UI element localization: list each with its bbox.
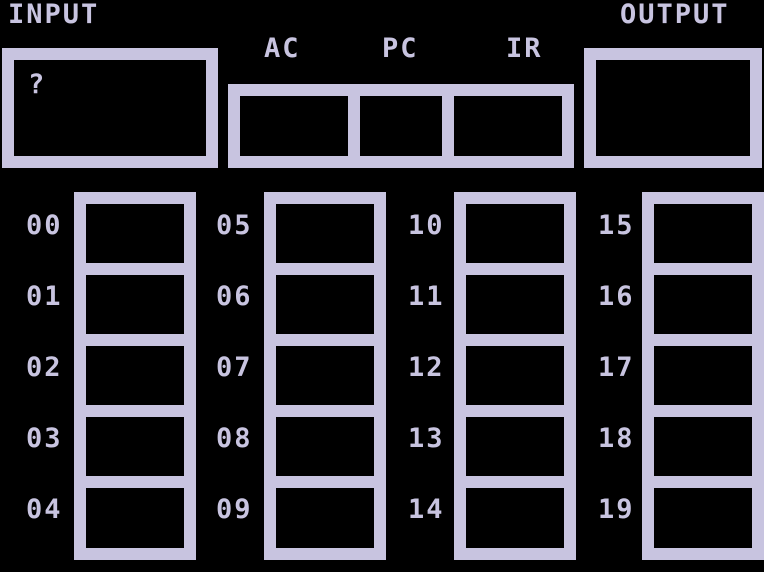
memory-cell-divider bbox=[264, 476, 386, 488]
output-box bbox=[584, 48, 762, 168]
memory-cell-divider bbox=[642, 263, 764, 275]
memory-address-label: 14 bbox=[408, 494, 445, 525]
memory-cell-divider bbox=[264, 334, 386, 346]
input-box[interactable]: ? bbox=[2, 48, 218, 168]
memory-cell-divider bbox=[74, 476, 196, 488]
memory-column bbox=[642, 192, 764, 560]
memory-address-label: 05 bbox=[216, 210, 253, 241]
memory-cell-divider bbox=[74, 405, 196, 417]
input-label: INPUT bbox=[8, 0, 100, 30]
memory-address-label: 16 bbox=[598, 281, 635, 312]
memory-address-label: 12 bbox=[408, 352, 445, 383]
input-value: ? bbox=[28, 69, 47, 100]
ir-register bbox=[454, 96, 562, 156]
memory-address-label: 09 bbox=[216, 494, 253, 525]
memory-cell-divider bbox=[642, 405, 764, 417]
output-label: OUTPUT bbox=[620, 0, 730, 30]
memory-cell-divider bbox=[264, 405, 386, 417]
memory-cell-divider bbox=[454, 476, 576, 488]
memory-address-label: 10 bbox=[408, 210, 445, 241]
memory-address-label: 13 bbox=[408, 423, 445, 454]
memory-address-label: 15 bbox=[598, 210, 635, 241]
memory-cell-divider bbox=[454, 263, 576, 275]
memory-column bbox=[74, 192, 196, 560]
memory-address-label: 17 bbox=[598, 352, 635, 383]
ac-register bbox=[240, 96, 348, 156]
memory-cell-divider bbox=[642, 334, 764, 346]
memory-cell-divider bbox=[264, 263, 386, 275]
memory-address-label: 04 bbox=[26, 494, 63, 525]
memory-address-label: 01 bbox=[26, 281, 63, 312]
memory-address-label: 07 bbox=[216, 352, 253, 383]
memory-address-label: 19 bbox=[598, 494, 635, 525]
register-panel bbox=[228, 84, 574, 168]
memory-address-label: 02 bbox=[26, 352, 63, 383]
pc-register bbox=[360, 96, 442, 156]
pc-label: PC bbox=[382, 33, 419, 64]
memory-address-label: 11 bbox=[408, 281, 445, 312]
memory-cell-divider bbox=[74, 263, 196, 275]
ir-label: IR bbox=[506, 33, 543, 64]
ac-label: AC bbox=[264, 33, 301, 64]
memory-cell-divider bbox=[454, 334, 576, 346]
memory-address-label: 03 bbox=[26, 423, 63, 454]
memory-cell-divider bbox=[74, 334, 196, 346]
memory-address-label: 18 bbox=[598, 423, 635, 454]
memory-address-label: 08 bbox=[216, 423, 253, 454]
memory-cell-divider bbox=[454, 405, 576, 417]
memory-cell-divider bbox=[642, 476, 764, 488]
memory-address-label: 06 bbox=[216, 281, 253, 312]
memory-column bbox=[264, 192, 386, 560]
memory-column bbox=[454, 192, 576, 560]
register-divider bbox=[348, 96, 360, 156]
register-divider bbox=[442, 96, 454, 156]
memory-address-label: 00 bbox=[26, 210, 63, 241]
